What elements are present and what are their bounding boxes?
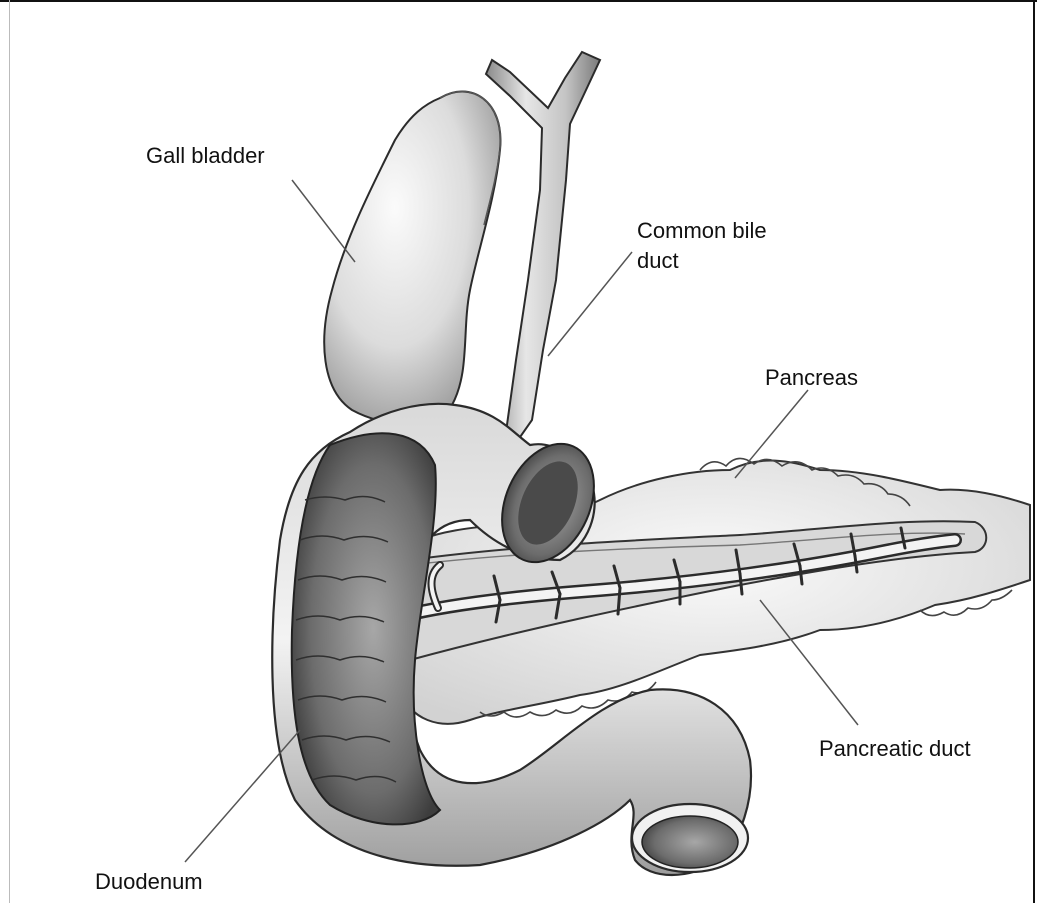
leader-line-gall-bladder: [292, 180, 355, 262]
label-pancreatic-duct: Pancreatic duct: [819, 734, 971, 764]
leader-line-common-bile-duct: [548, 252, 632, 356]
label-duodenum: Duodenum: [95, 867, 203, 897]
label-common-bile-duct: Common bile duct: [637, 216, 767, 276]
leader-line-duodenum: [185, 730, 300, 862]
label-pancreas: Pancreas: [765, 363, 858, 393]
label-gall-bladder: Gall bladder: [146, 141, 265, 171]
common-bile-duct-shape: [486, 52, 600, 440]
